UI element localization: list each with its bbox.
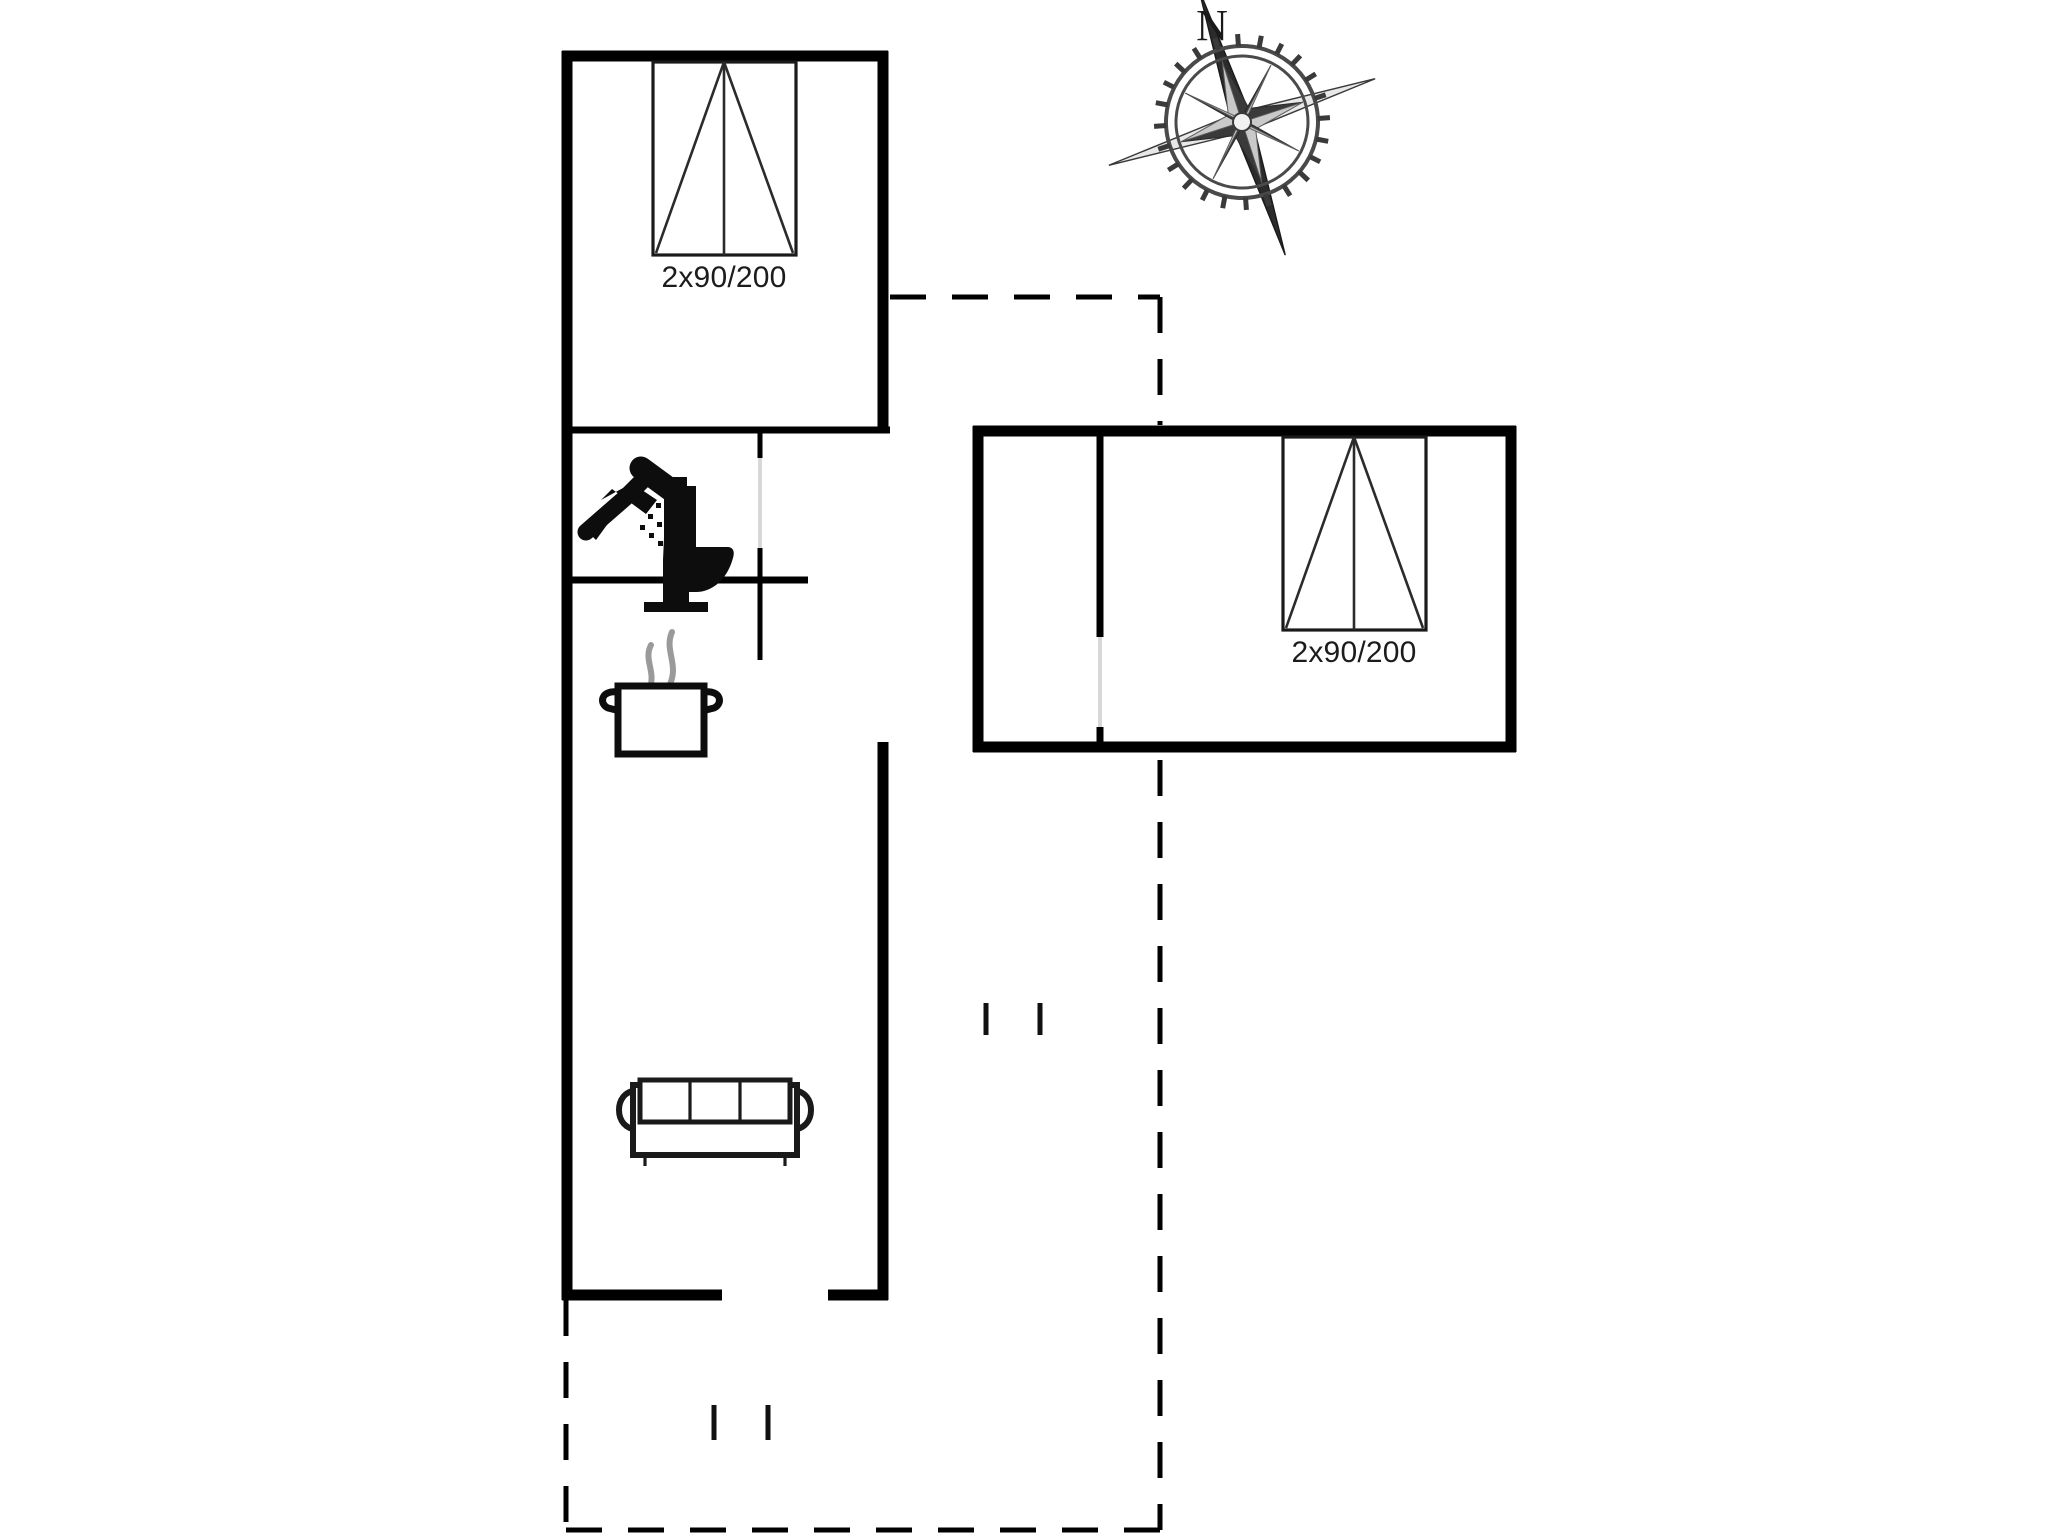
bed-diagonal-left-east bbox=[1284, 436, 1356, 629]
compass-hub bbox=[1232, 112, 1252, 132]
bathroom-walls bbox=[564, 426, 890, 660]
compass-star bbox=[1180, 60, 1304, 184]
toilet-bowl bbox=[644, 538, 734, 612]
sofa-icon bbox=[615, 1077, 815, 1166]
bed-label-east: 2x90/200 bbox=[1291, 636, 1416, 669]
compass-north-label: N bbox=[1196, 1, 1228, 50]
pot-handle-left bbox=[599, 688, 624, 715]
cooking-pot-icon bbox=[599, 629, 723, 758]
bed-icon: 2x90/200 bbox=[651, 60, 798, 294]
bed-diagonal-left-north bbox=[654, 61, 726, 254]
compass-teeth bbox=[1153, 33, 1331, 211]
bed-icon: 2x90/200 bbox=[1281, 435, 1428, 669]
pot-body bbox=[614, 682, 708, 758]
toilet-cistern bbox=[664, 486, 696, 538]
bed-label-north: 2x90/200 bbox=[661, 261, 786, 294]
terrace-south bbox=[563, 760, 1163, 1533]
compass-inner-ring bbox=[1174, 54, 1310, 190]
bed-diagonal-right-east bbox=[1352, 436, 1425, 629]
left-wing-walls bbox=[561, 50, 889, 1301]
toilet-icon bbox=[644, 477, 734, 612]
terrace-step-markers bbox=[711, 1003, 1043, 1440]
terrace-north bbox=[890, 294, 1163, 425]
right-wing-walls bbox=[972, 425, 1517, 753]
toilet-flush-button bbox=[673, 477, 687, 487]
pot-handle-right bbox=[698, 688, 723, 715]
shower-arm bbox=[577, 467, 656, 541]
bed-diagonal-right-north bbox=[722, 61, 795, 254]
compass-rose-icon bbox=[1108, 0, 1376, 256]
sofa-seat-row bbox=[637, 1077, 793, 1125]
